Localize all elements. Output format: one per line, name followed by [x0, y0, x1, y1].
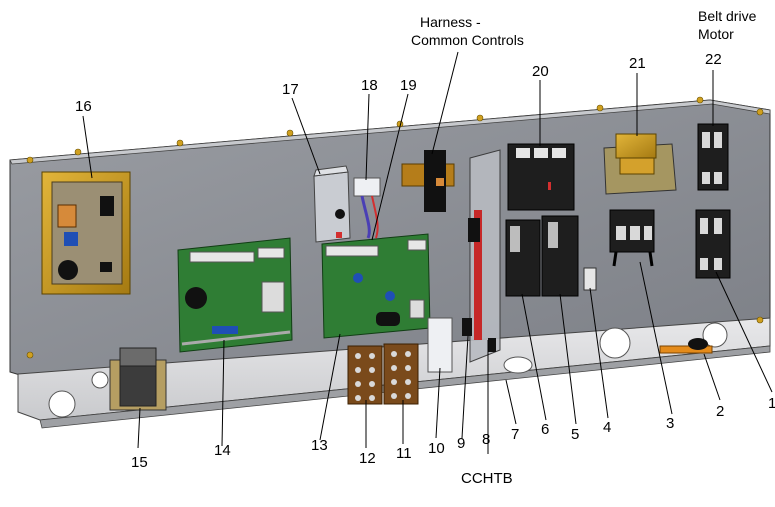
callout-7: 7: [511, 426, 520, 443]
callout-2: 2: [716, 403, 725, 420]
harness-label-line2: Common Controls: [411, 32, 524, 48]
callout-5: 5: [571, 426, 580, 443]
pressure-switch-2: [659, 338, 713, 354]
transformer-21: [603, 133, 677, 195]
callout-18: 18: [361, 77, 378, 94]
callout-16: 16: [75, 98, 92, 115]
callout-17: 17: [282, 81, 299, 98]
floor-hole: [48, 390, 76, 418]
callout-14: 14: [214, 442, 231, 459]
callout-6: 6: [541, 421, 550, 438]
belt-drive-label-line1: Belt drive: [698, 8, 757, 24]
connector-10: [427, 317, 453, 373]
floor-hole: [91, 371, 109, 389]
callout-20: 20: [532, 63, 549, 80]
callout-3: 3: [666, 415, 675, 432]
callout-10: 10: [428, 440, 445, 457]
mounting-screws: [26, 96, 764, 359]
contactor-1: [695, 209, 731, 279]
belt-drive-label-line2: Motor: [698, 26, 734, 42]
harness-label-line1: Harness -: [420, 14, 481, 30]
contactor-3: [609, 209, 655, 267]
harness-connector: [401, 150, 455, 212]
control-board-14: [177, 237, 293, 353]
control-board-13: [321, 233, 431, 339]
relay-9: [462, 318, 472, 336]
callout-1: 1: [768, 395, 775, 412]
terminal-strip-11: [383, 343, 419, 405]
cchtb-label: CCHTB: [461, 470, 513, 487]
switch-box-17: [313, 165, 351, 243]
divider-plate: [468, 149, 501, 363]
callout-8: 8: [482, 431, 491, 448]
floor-hole: [503, 356, 533, 374]
transformer-15: [109, 347, 167, 411]
leader-lines: [82, 51, 773, 454]
callout-19: 19: [400, 77, 417, 94]
callout-22: 22: [705, 51, 722, 68]
contactor-20: [507, 143, 575, 211]
callout-9: 9: [457, 435, 466, 452]
floor-hole: [702, 322, 728, 348]
callout-15: 15: [131, 454, 148, 471]
callout-21: 21: [629, 55, 646, 72]
callout-12: 12: [359, 450, 376, 467]
connector-8: [488, 338, 496, 352]
contactor-22: [697, 123, 729, 191]
panel-top-edge: [9, 99, 771, 165]
callout-13: 13: [311, 437, 328, 454]
terminal-strip-12: [347, 345, 383, 405]
relay-5: [541, 215, 579, 297]
ignition-module-16: [41, 171, 131, 295]
relay-6: [505, 219, 541, 297]
callout-4: 4: [603, 419, 612, 436]
floor-hole: [599, 327, 631, 359]
callout-11: 11: [396, 445, 412, 462]
terminal-4: [583, 267, 597, 291]
